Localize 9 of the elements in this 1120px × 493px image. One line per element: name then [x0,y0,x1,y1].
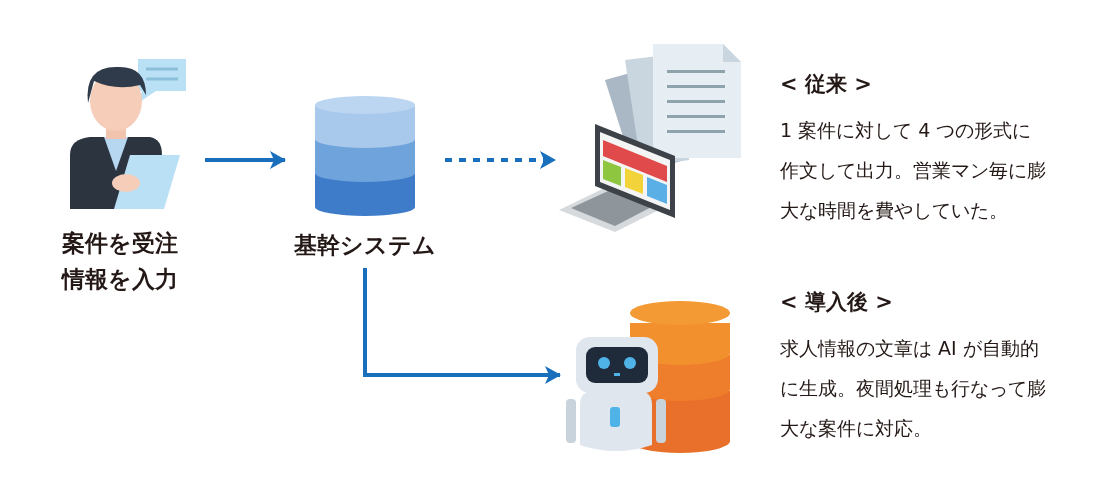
arrow [363,268,561,384]
dotted-arrow [445,151,556,169]
node-label: 案件を受注情報を入力 [60,229,179,294]
section-heading: < 導入後 > [780,289,893,316]
node-label: 基幹システム [293,231,437,260]
description-text: 求人情報の文章は AI が自動的に生成。夜間処理も行なって膨大な案件に対応。 [780,336,1047,441]
description-text: 1 案件に対して 4 つの形式に作文して出力。営業マン毎に膨大な時間を費やしていた。 [780,118,1047,223]
arrow [205,151,286,169]
section-heading: < 従来 > [780,71,872,98]
